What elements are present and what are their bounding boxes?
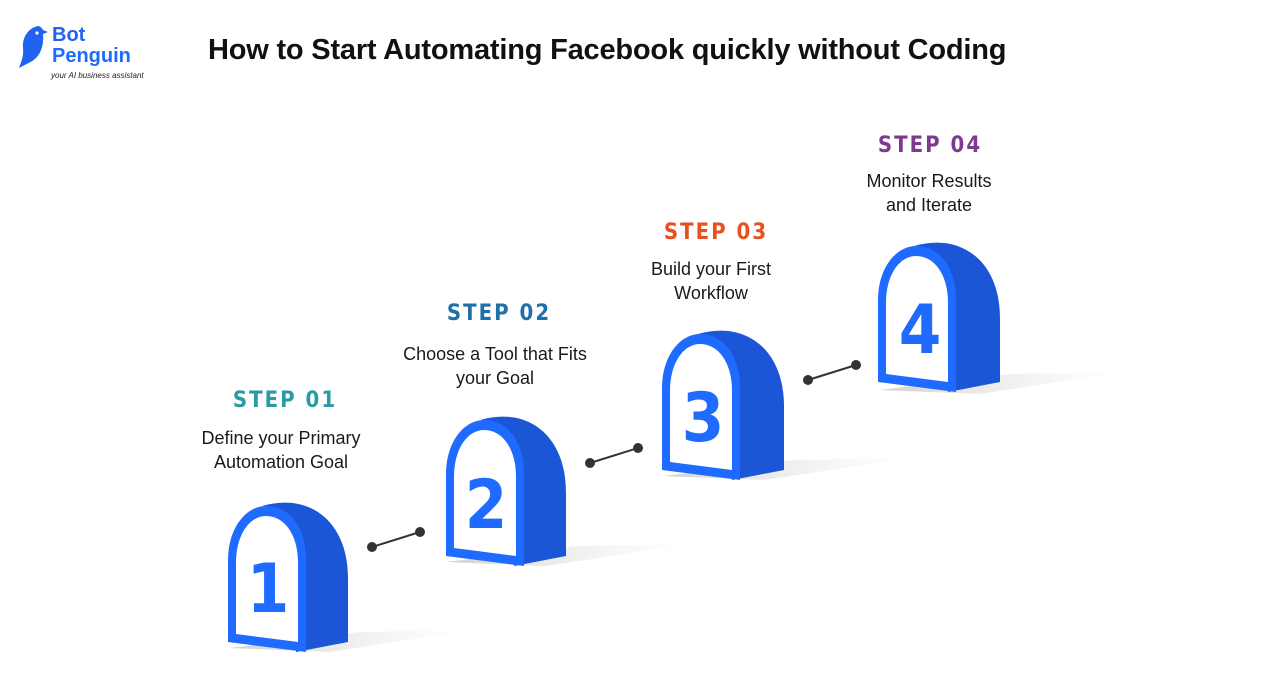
step-03-number: 3 bbox=[682, 379, 725, 458]
step-01-description: Define your Primary Automation Goal bbox=[161, 426, 401, 474]
step-03-desc-line1: Build your First bbox=[650, 259, 772, 279]
connector-2-3 bbox=[585, 443, 643, 468]
brand-tagline: your AI business assistant bbox=[51, 71, 144, 80]
step-03-label: STEP 03 bbox=[663, 220, 769, 245]
step-01-number: 1 bbox=[247, 550, 290, 629]
step-04-tile: 4 bbox=[878, 242, 1125, 394]
connector-3-4 bbox=[803, 360, 861, 385]
step-02-description: Choose a Tool that Fits your Goal bbox=[375, 342, 615, 390]
step-03-description: Build your First Workflow bbox=[591, 257, 831, 305]
step-02-label: STEP 02 bbox=[446, 301, 552, 326]
page-title: How to Start Automating Facebook quickly… bbox=[208, 34, 1007, 66]
step-02-desc-line2: your Goal bbox=[455, 368, 535, 388]
step-04-desc-line2: and Iterate bbox=[885, 195, 973, 215]
penguin-logo-icon bbox=[19, 26, 48, 68]
step-02-number: 2 bbox=[465, 466, 508, 545]
step-04-label: STEP 04 bbox=[877, 133, 983, 158]
step-01-desc-line2: Automation Goal bbox=[213, 452, 349, 472]
step-02-tile: 2 bbox=[446, 416, 690, 566]
step-04-desc-line1: Monitor Results bbox=[866, 171, 992, 191]
step-03-tile: 3 bbox=[662, 330, 910, 480]
step-01-tile: 1 bbox=[228, 502, 470, 652]
brand-name-line1: Bot bbox=[52, 24, 86, 46]
step-01-desc-line1: Define your Primary bbox=[201, 428, 361, 448]
step-03-desc-line2: Workflow bbox=[674, 283, 748, 303]
step-02-desc-line1: Choose a Tool that Fits bbox=[403, 344, 587, 364]
connector-1-2 bbox=[367, 527, 425, 552]
brand-logo: Bot Penguin your AI business assistant bbox=[18, 22, 158, 84]
step-04-description: Monitor Results and Iterate bbox=[809, 169, 1049, 217]
brand-name-line2: Penguin bbox=[52, 45, 131, 67]
step-01-label: STEP 01 bbox=[232, 388, 338, 413]
step-04-number: 4 bbox=[899, 291, 942, 370]
